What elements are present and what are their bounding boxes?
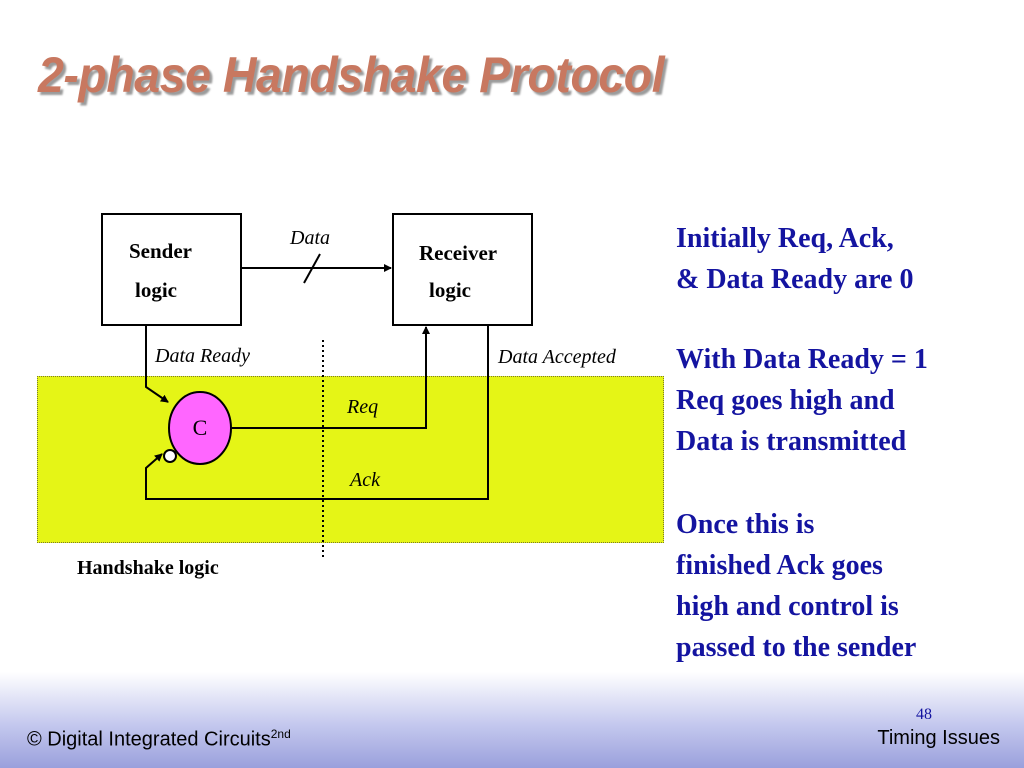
note-initial-state: Initially Req, Ack, & Data Ready are 0 <box>676 218 913 300</box>
note-line: Req goes high and <box>676 385 895 416</box>
note-line: finished Ack goes <box>676 550 883 581</box>
note-line: Once this is <box>676 509 815 540</box>
note-data-ready: With Data Ready = 1 Req goes high and Da… <box>676 339 928 462</box>
footer-band <box>0 672 1024 768</box>
handshake-logic-region <box>37 376 664 543</box>
copyright-edition: 2nd <box>270 727 291 741</box>
note-line: Initially Req, Ack, <box>676 223 894 254</box>
ack-label: Ack <box>350 469 380 491</box>
copyright-label: © Digital Integrated Circuits <box>27 728 271 751</box>
topic-label: Timing Issues <box>877 727 1000 749</box>
note-line: With Data Ready = 1 <box>676 344 928 375</box>
c-element-label: C <box>192 415 208 440</box>
sender-logic-box <box>101 213 242 326</box>
data-bus-slash <box>303 253 321 284</box>
copyright-text: © Digital Integrated Circuits2nd <box>27 727 291 752</box>
sender-label-line2: logic <box>135 278 177 302</box>
ack-wire <box>145 325 489 500</box>
c-element <box>168 391 232 465</box>
receiver-logic-box <box>392 213 533 326</box>
req-label: Req <box>347 396 379 418</box>
slide-title: 2-phase Handshake Protocol <box>38 47 665 103</box>
handshake-logic-label: Handshake logic <box>77 557 219 579</box>
sender-label-line1: Sender <box>129 239 192 263</box>
data-accepted-label: Data Accepted <box>498 346 616 368</box>
data-ready-wire <box>145 325 169 403</box>
inverting-bubble <box>163 449 177 463</box>
note-line: high and control is <box>676 591 899 622</box>
note-ack: Once this is finished Ack goes high and … <box>676 504 916 668</box>
req-wire <box>232 326 430 429</box>
data-signal-label: Data <box>290 227 330 249</box>
note-line: & Data Ready are 0 <box>676 264 914 295</box>
page-number: 48 <box>916 706 932 723</box>
data-ready-label: Data Ready <box>155 345 250 367</box>
note-line: Data is transmitted <box>676 426 907 457</box>
receiver-label-line2: logic <box>429 278 471 302</box>
note-line: passed to the sender <box>676 632 917 663</box>
receiver-label-line1: Receiver <box>419 241 498 265</box>
